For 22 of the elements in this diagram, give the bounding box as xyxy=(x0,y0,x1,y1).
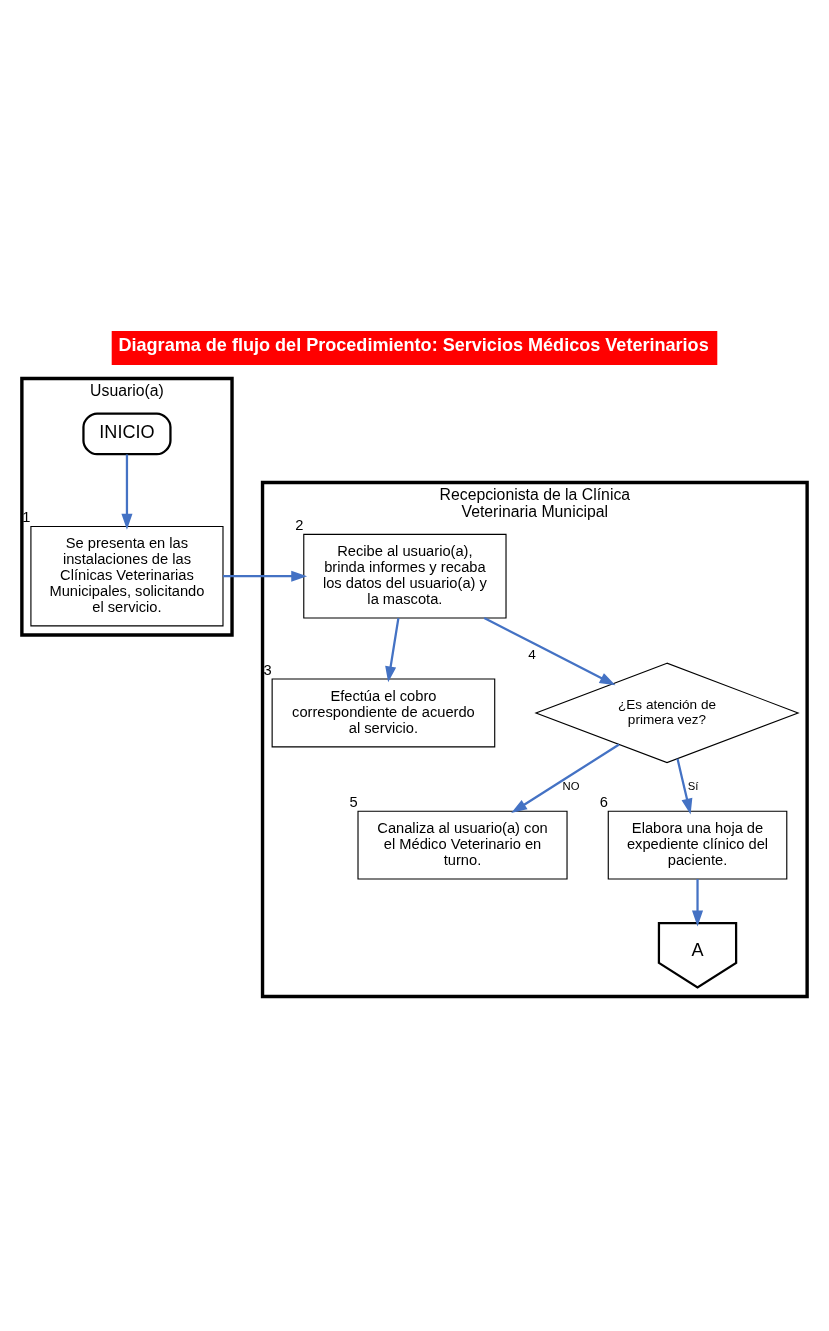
node-label: 4 xyxy=(528,646,536,662)
node-diamond: ¿Es atención de primera vez? xyxy=(534,662,800,763)
arrow xyxy=(121,453,133,530)
node-box: INICIO xyxy=(82,411,172,455)
edge-label: Sí xyxy=(687,779,699,792)
arrow xyxy=(511,743,620,813)
arrow xyxy=(223,570,308,582)
arrow xyxy=(676,758,693,814)
node-label: 6 xyxy=(599,793,608,810)
diagram-title: Diagrama de flujo del Procedimiento: Servicios Médicos Veterinarios xyxy=(118,334,709,355)
arrow xyxy=(483,616,616,685)
node-label: 3 xyxy=(263,661,272,678)
node-label: 5 xyxy=(349,793,358,810)
node-box: Recibe al usuario(a), brinda informes y recaba los datos del usuario(a) y la mascota. xyxy=(303,533,507,619)
node-label: 2 xyxy=(295,516,304,533)
arrow xyxy=(385,617,400,682)
node-box: Canaliza al usuario(a) con el Médico Veterinario en turno. xyxy=(357,810,568,880)
node-box: Se presenta en las instalaciones de las Clínicas Veterinarias Municipales, solicitando el servicio. xyxy=(30,525,224,626)
edge-label: NO xyxy=(562,779,580,792)
node-box: Elabora una hoja de expediente clínico del paciente. xyxy=(607,810,788,880)
node-box: Efectúa el cobro correspondiente de acuerdo al servicio. xyxy=(271,677,496,747)
arrow xyxy=(691,878,704,926)
